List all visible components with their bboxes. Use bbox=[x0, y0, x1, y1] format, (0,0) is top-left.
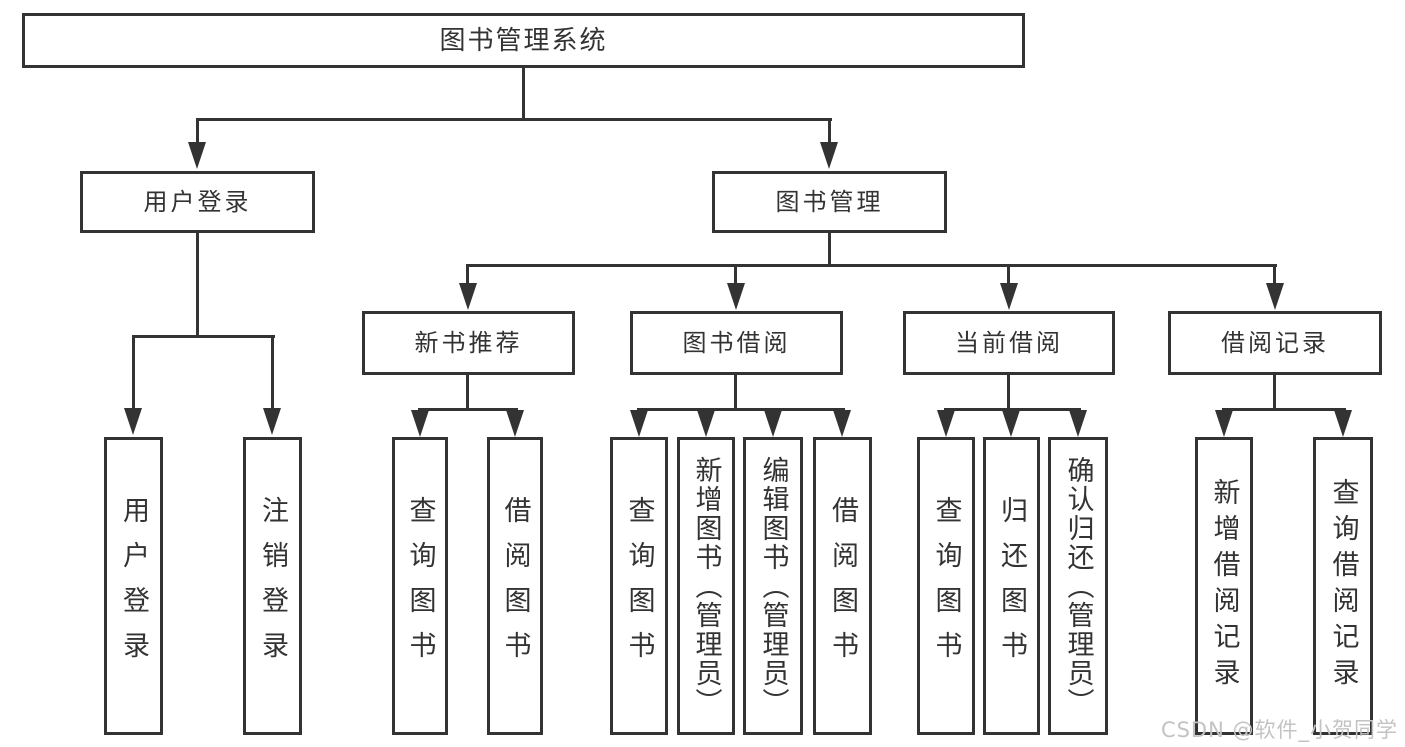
connector-line bbox=[132, 335, 135, 410]
node-library-management-system: 图书管理系统 bbox=[22, 13, 1025, 68]
node-label: 当前借阅 bbox=[955, 329, 1063, 357]
arrowhead-icon bbox=[1334, 410, 1352, 437]
arrowhead-icon bbox=[188, 142, 206, 169]
leaf-add-borrow-record: 新增借阅记录 bbox=[1195, 437, 1253, 735]
connector-line bbox=[1273, 375, 1276, 408]
arrowhead-icon bbox=[630, 410, 648, 437]
csdn-watermark: CSDN @软件_小贺同学 bbox=[1160, 718, 1398, 742]
leaf-query-books-borrowing: 查询图书 bbox=[610, 437, 668, 735]
connector-line bbox=[1007, 375, 1010, 408]
connector-line bbox=[196, 233, 199, 335]
leaf-label: 新增借阅记录 bbox=[1208, 478, 1240, 694]
connector-line bbox=[734, 375, 737, 408]
arrowhead-icon bbox=[820, 142, 838, 169]
arrowhead-icon bbox=[1215, 410, 1233, 437]
connector-line bbox=[637, 408, 845, 411]
arrowhead-icon bbox=[937, 410, 955, 437]
connector-line bbox=[132, 335, 275, 338]
connector-line bbox=[1222, 408, 1346, 411]
leaf-label: 查询图书 bbox=[930, 496, 962, 676]
leaf-label: 查询借阅记录 bbox=[1327, 478, 1359, 694]
connector-line bbox=[466, 375, 469, 408]
arrowhead-icon bbox=[727, 283, 745, 310]
leaf-label: 注销登录 bbox=[257, 496, 288, 676]
leaf-edit-book-admin: 编辑图书（管理员） bbox=[743, 437, 803, 735]
connector-line bbox=[466, 264, 469, 285]
connector-line bbox=[734, 264, 737, 285]
leaf-label: 归还图书 bbox=[996, 496, 1027, 676]
leaf-label: 编辑图书（管理员） bbox=[757, 455, 789, 717]
leaf-query-borrow-record: 查询借阅记录 bbox=[1313, 437, 1373, 735]
arrowhead-icon bbox=[506, 410, 524, 437]
leaf-user-login: 用户登录 bbox=[104, 437, 163, 735]
arrowhead-icon bbox=[1069, 410, 1087, 437]
node-label: 图书管理 bbox=[775, 188, 884, 216]
leaf-query-books-current: 查询图书 bbox=[917, 437, 975, 735]
node-book-borrowing: 图书借阅 bbox=[630, 311, 843, 375]
connector-line bbox=[1007, 264, 1010, 285]
leaf-borrow-books-borrowing: 借阅图书 bbox=[813, 437, 872, 735]
node-borrowing-records: 借阅记录 bbox=[1168, 311, 1382, 375]
node-current-borrowing: 当前借阅 bbox=[903, 311, 1115, 375]
leaf-label: 查询图书 bbox=[404, 496, 436, 676]
leaf-return-books: 归还图书 bbox=[983, 437, 1040, 735]
connector-line bbox=[196, 118, 832, 121]
connector-line bbox=[271, 335, 274, 410]
arrowhead-icon bbox=[1000, 283, 1018, 310]
node-label: 借阅记录 bbox=[1221, 329, 1329, 357]
arrowhead-icon bbox=[1266, 283, 1284, 310]
arrowhead-icon bbox=[411, 410, 429, 437]
connector-line bbox=[466, 264, 1277, 267]
arrowhead-icon bbox=[263, 408, 281, 435]
node-label: 图书借阅 bbox=[682, 329, 791, 357]
arrowhead-icon bbox=[833, 410, 851, 437]
node-label: 新书推荐 bbox=[414, 329, 523, 357]
connector-line bbox=[418, 408, 518, 411]
node-new-book-recommendation: 新书推荐 bbox=[362, 311, 575, 375]
leaf-label: 确认归还（管理员） bbox=[1062, 455, 1094, 717]
connector-line bbox=[1273, 264, 1276, 285]
node-book-management: 图书管理 bbox=[712, 171, 947, 233]
leaf-add-book-admin: 新增图书（管理员） bbox=[677, 437, 735, 735]
connector-line bbox=[828, 233, 831, 264]
leaf-label: 借阅图书 bbox=[827, 496, 858, 676]
connector-line bbox=[522, 68, 525, 118]
leaf-label: 用户登录 bbox=[118, 496, 149, 676]
connector-line bbox=[828, 118, 831, 146]
leaf-label: 借阅图书 bbox=[499, 496, 531, 676]
leaf-logout: 注销登录 bbox=[243, 437, 302, 735]
arrowhead-icon bbox=[764, 410, 782, 437]
node-label: 图书管理系统 bbox=[439, 25, 608, 56]
node-label: 用户登录 bbox=[143, 188, 252, 216]
arrowhead-icon bbox=[124, 408, 142, 435]
leaf-label: 查询图书 bbox=[623, 496, 655, 676]
node-user-login: 用户登录 bbox=[80, 171, 315, 233]
arrowhead-icon bbox=[459, 283, 477, 310]
leaf-borrow-books-recommend: 借阅图书 bbox=[487, 437, 543, 735]
arrowhead-icon bbox=[1002, 410, 1020, 437]
leaf-label: 新增图书（管理员） bbox=[690, 455, 722, 717]
leaf-query-books-recommend: 查询图书 bbox=[392, 437, 448, 735]
connector-line bbox=[196, 118, 199, 146]
leaf-confirm-return-admin: 确认归还（管理员） bbox=[1048, 437, 1108, 735]
arrowhead-icon bbox=[697, 410, 715, 437]
